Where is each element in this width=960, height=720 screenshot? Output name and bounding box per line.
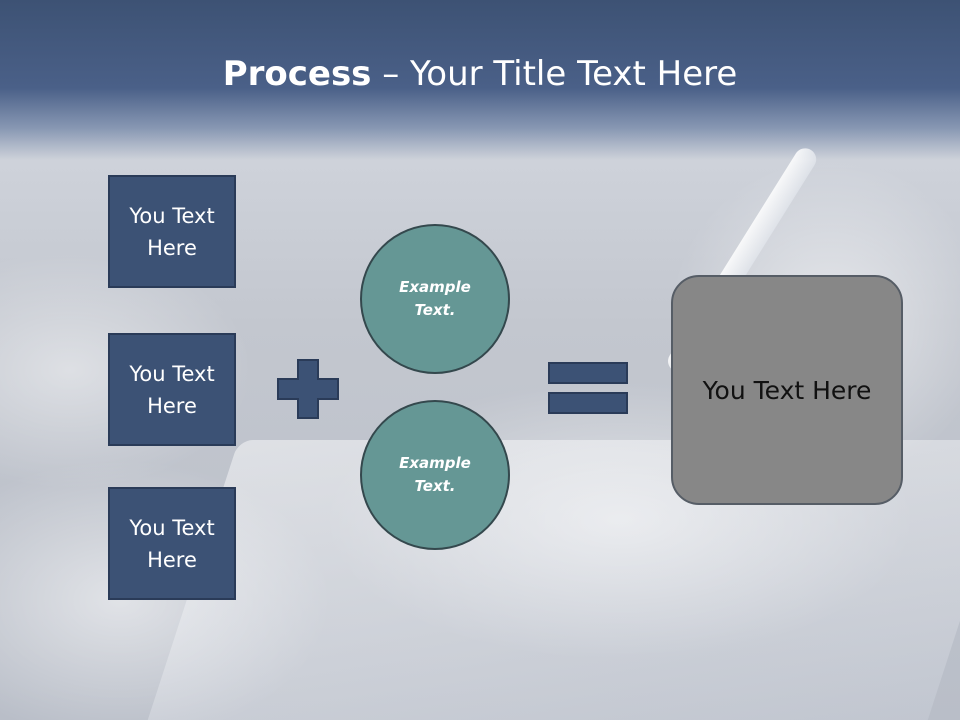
plus-icon [277, 359, 339, 419]
result-label: You Text Here [702, 375, 872, 405]
header-band [0, 0, 960, 160]
input-box-1: You Text Here [108, 175, 236, 288]
input-box-3: You Text Here [108, 487, 236, 600]
input-box-2: You Text Here [108, 333, 236, 446]
input-box-label: You Text Here [129, 515, 215, 572]
title-bold: Process [222, 54, 372, 94]
example-circle-2: Example Text. [360, 400, 510, 550]
example-circle-label: Example Text. [399, 278, 471, 319]
example-circle-1: Example Text. [360, 224, 510, 374]
input-box-label: You Text Here [129, 203, 215, 260]
equals-icon [548, 362, 628, 414]
result-box: You Text Here [671, 275, 903, 505]
title-rest: – Your Title Text Here [371, 54, 738, 94]
example-circle-label: Example Text. [399, 454, 471, 495]
slide-title: Process – Your Title Text Here [0, 52, 960, 96]
input-box-label: You Text Here [129, 361, 215, 418]
